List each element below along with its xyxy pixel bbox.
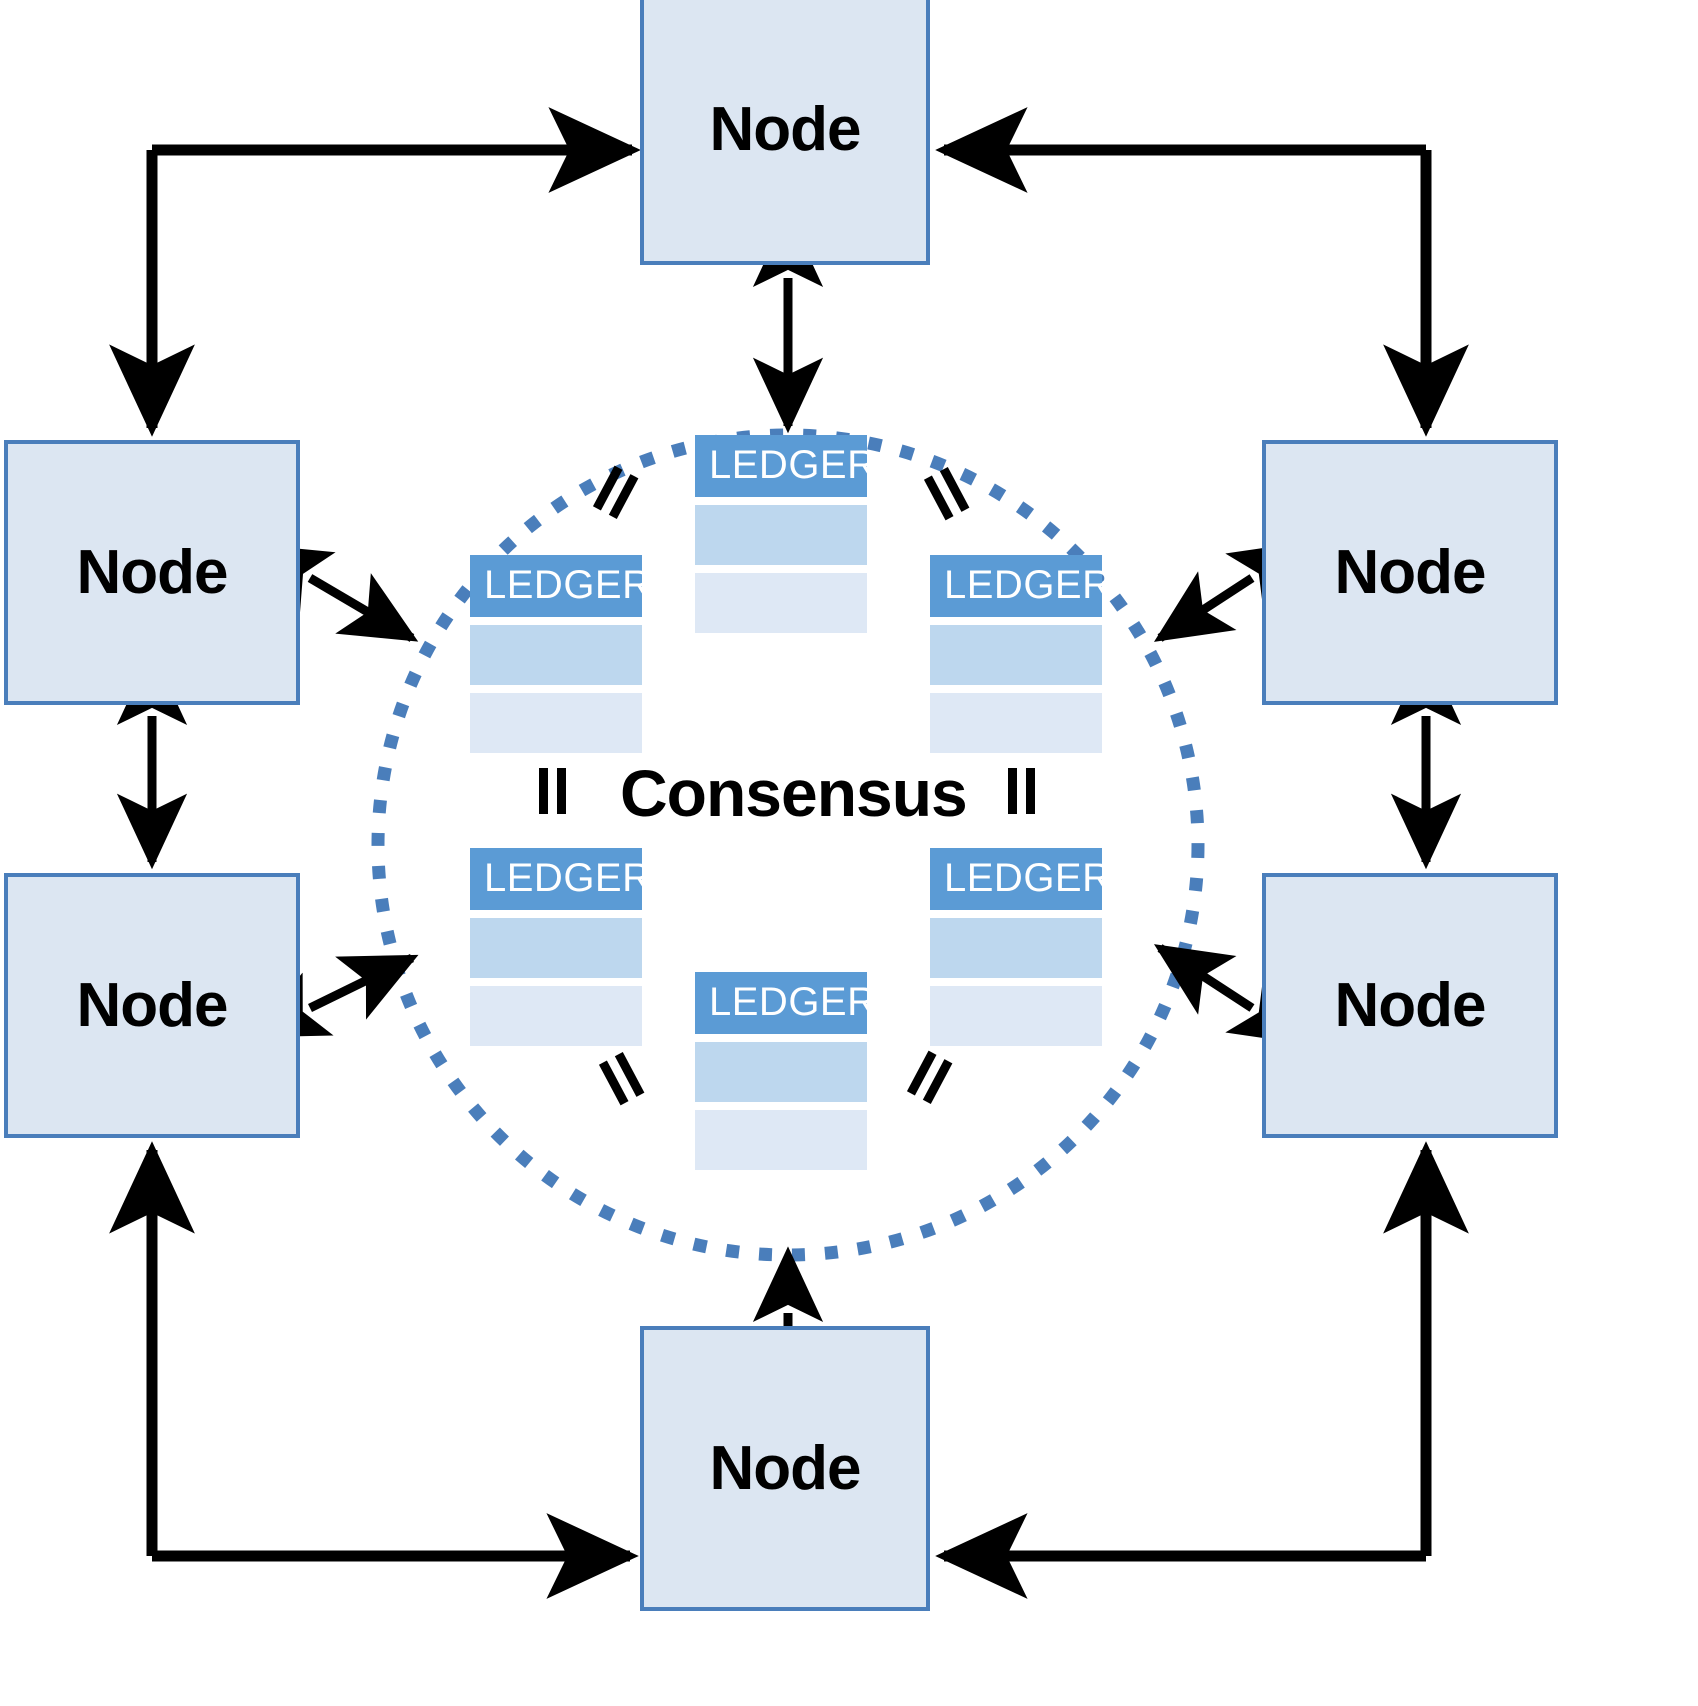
ledger-card-right-lower[interactable]: LEDGER <box>930 848 1111 1046</box>
ledger-right-upper-row-2 <box>930 693 1102 753</box>
arrow-right-lower-to-circle <box>1153 944 1308 1045</box>
node-left-upper-label: Node <box>76 537 229 607</box>
node-left-lower-label: Node <box>76 970 229 1040</box>
consensus-label: Consensus <box>620 756 968 830</box>
equals-icon-mid-right <box>1000 768 1046 814</box>
ledger-right-lower-row-2 <box>930 986 1102 1046</box>
ledger-right-upper-header: LEDGER <box>930 555 1111 617</box>
node-left-lower[interactable]: Node <box>4 873 300 1138</box>
ledger-card-left-upper[interactable]: LEDGER <box>470 555 651 753</box>
ledger-card-top[interactable]: LEDGER <box>695 435 876 633</box>
node-top[interactable]: Node <box>640 0 930 265</box>
arrow-right-upper-to-circle <box>1153 541 1308 642</box>
ledger-bottom-header: LEDGER <box>695 972 876 1034</box>
node-left-upper[interactable]: Node <box>4 440 300 705</box>
node-bottom-label: Node <box>709 1433 862 1503</box>
node-right-lower[interactable]: Node <box>1262 873 1558 1138</box>
equals-bar <box>539 768 548 814</box>
equals-bar <box>557 768 566 814</box>
ledger-left-upper-row-2 <box>470 693 642 753</box>
ledger-left-upper-header: LEDGER <box>470 555 651 617</box>
ledger-card-left-lower[interactable]: LEDGER <box>470 848 651 1046</box>
ledger-top-row-1 <box>695 505 867 565</box>
ledger-top-header: LEDGER <box>695 435 876 497</box>
ledger-card-bottom[interactable]: LEDGER <box>695 972 876 1170</box>
ledger-left-lower-row-1 <box>470 918 642 978</box>
ledger-right-lower-header: LEDGER <box>930 848 1111 910</box>
node-right-upper[interactable]: Node <box>1262 440 1558 705</box>
equals-icon-mid-left <box>531 768 577 814</box>
equals-bar <box>1008 768 1017 814</box>
ledger-bottom-row-1 <box>695 1042 867 1102</box>
node-right-upper-label: Node <box>1334 537 1487 607</box>
ledger-bottom-row-2 <box>695 1110 867 1170</box>
ledger-right-upper-row-1 <box>930 625 1102 685</box>
node-top-label: Node <box>709 95 862 164</box>
node-right-lower-label: Node <box>1334 970 1487 1040</box>
arrow-left-upper-to-circle <box>252 544 419 642</box>
ledger-right-lower-row-1 <box>930 918 1102 978</box>
ledger-top-row-2 <box>695 573 867 633</box>
ledger-left-upper-row-1 <box>470 625 642 685</box>
equals-bar <box>1026 768 1035 814</box>
ledger-left-lower-header: LEDGER <box>470 848 651 910</box>
ledger-card-right-upper[interactable]: LEDGER <box>930 555 1111 753</box>
arrow-left-lower-to-circle <box>250 953 419 1038</box>
ledger-left-lower-row-2 <box>470 986 642 1046</box>
node-bottom[interactable]: Node <box>640 1326 930 1611</box>
consensus-circle <box>371 428 1205 1262</box>
